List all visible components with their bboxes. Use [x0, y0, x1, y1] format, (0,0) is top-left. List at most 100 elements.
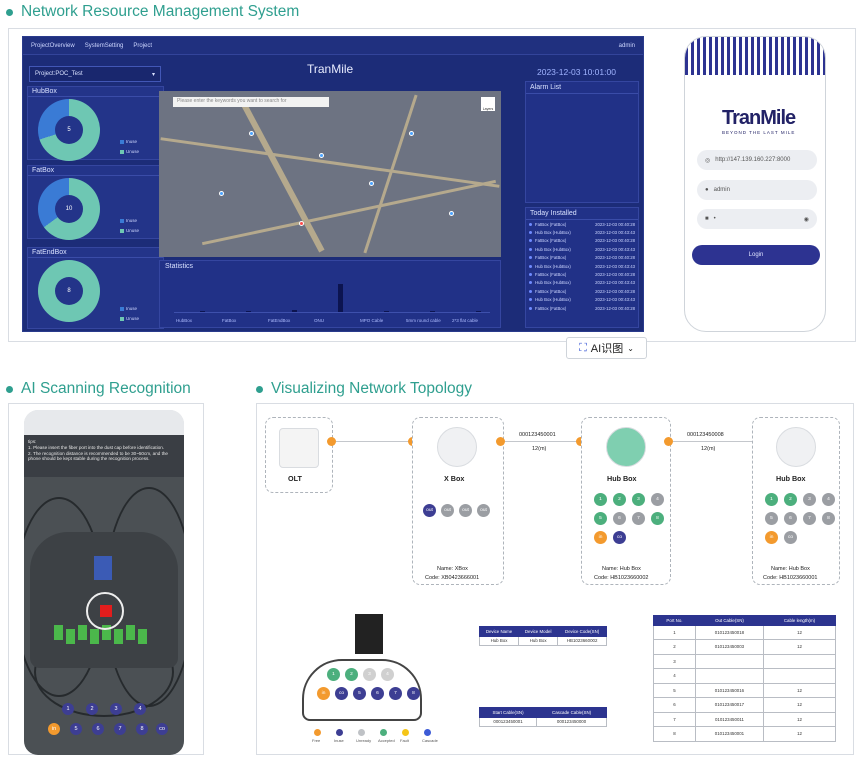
ai-recognize-button[interactable]: ⛶AI识图⌄ [566, 337, 647, 359]
status-dot-icon [529, 264, 532, 268]
server-field[interactable]: ◎http://147.139.160.227:8000 [697, 150, 817, 170]
diagram-port: 5 [353, 687, 366, 700]
table-cell: 7 [653, 711, 696, 727]
legend-dot-icon [402, 729, 409, 736]
layers-button[interactable]: Layers [481, 97, 495, 111]
top-nav: ProjectOverview SystemSetting Project ad… [23, 37, 643, 55]
card-label: HubBox [28, 87, 163, 97]
hub-port[interactable]: 7 [632, 512, 645, 525]
scan-port[interactable]: 2 [86, 703, 98, 715]
scan-port[interactable]: 4 [134, 703, 146, 715]
statistics-label: Statistics [165, 263, 194, 270]
legend-dot-icon [424, 729, 431, 736]
card-label: FatEndBox [28, 248, 163, 258]
nav-project[interactable]: Project [133, 42, 153, 49]
fiber-port-green [90, 629, 99, 644]
stats-category-0: HubBox [176, 318, 193, 323]
olt-box[interactable]: OLT [265, 417, 333, 493]
installed-name: Hub Box (HubBox) [535, 297, 571, 303]
login-button[interactable]: Login [692, 245, 820, 265]
hub-port[interactable]: 6 [613, 512, 626, 525]
bullet-icon [6, 8, 13, 16]
dashboard-screen: ProjectOverview SystemSetting Project ad… [22, 36, 644, 332]
map-search-input[interactable]: Please enter the keywords you want to se… [173, 97, 329, 107]
hub-box-2[interactable]: Hub Box Name: Hub Box Code: HB1023660001… [752, 417, 840, 585]
dashboard-brand: TranMile [307, 62, 354, 76]
hub-port[interactable]: 3 [803, 493, 816, 506]
stats-bar-3 [338, 284, 343, 312]
eye-icon[interactable]: ◉ [803, 216, 809, 223]
installed-name: FatBox (FatBox) [535, 272, 567, 278]
hub-port[interactable]: 8 [651, 512, 664, 525]
password-field[interactable]: ■•◉ [697, 209, 817, 229]
lock-icon: ■ [705, 216, 709, 222]
hub-icon [776, 427, 816, 467]
section-title-ai: AI Scanning Recognition [6, 380, 191, 398]
stats-category-3: ONU [314, 318, 324, 323]
legend-dot-icon [336, 729, 343, 736]
fiber-port-green [138, 629, 147, 644]
scan-port[interactable]: 5 [70, 723, 82, 735]
table-cell: 12 [763, 697, 836, 713]
hub-port[interactable]: 6 [784, 512, 797, 525]
scan-port[interactable]: 1 [62, 703, 74, 715]
hub-port[interactable]: 8 [822, 512, 835, 525]
hub-port[interactable]: 4 [651, 493, 664, 506]
installed-item: Hub Box (HubBox)2023-12-03 00:43:43 [526, 228, 638, 236]
hub-box-1[interactable]: Hub Box Name: Hub Box Code: HB1023660002… [581, 417, 671, 585]
stats-bar-0 [200, 310, 205, 312]
hub-port[interactable]: 7 [803, 512, 816, 525]
donut-chart: 5 [38, 99, 100, 161]
hub-icon [606, 427, 646, 467]
chevron-down-icon: ⌄ [627, 343, 634, 353]
scan-port[interactable]: 8 [136, 723, 148, 735]
tranmile-logo: TranMile [722, 107, 796, 129]
stats-bar-5 [430, 311, 435, 312]
hub-port[interactable]: 2 [784, 493, 797, 506]
scan-port[interactable]: in [48, 723, 60, 735]
satellite-map[interactable]: Please enter the keywords you want to se… [159, 91, 501, 257]
hub-port[interactable]: 1 [765, 493, 778, 506]
scan-icon: ⛶ [579, 341, 587, 354]
scan-port[interactable]: co [156, 723, 168, 735]
hub-port[interactable]: co [613, 531, 626, 544]
nav-project-overview[interactable]: ProjectOverview [31, 42, 75, 49]
xbox-port[interactable]: out [441, 504, 454, 517]
username-field[interactable]: ●admin [697, 180, 817, 200]
scan-port[interactable]: 7 [114, 723, 126, 735]
hub-port[interactable]: 3 [632, 493, 645, 506]
xbox-port[interactable]: out [423, 504, 436, 517]
hub-port[interactable]: in [765, 531, 778, 544]
table-row: 4 [653, 668, 836, 684]
user-menu[interactable]: admin [618, 42, 635, 49]
fiber-port-green [54, 625, 63, 640]
hub-port[interactable]: co [784, 531, 797, 544]
hub-port[interactable]: 1 [594, 493, 607, 506]
diagram-port: in [317, 687, 330, 700]
nav-system-setting[interactable]: SystemSetting [84, 42, 124, 49]
installed-item: Hub Box (HubBox)2023-12-03 00:43:43 [526, 279, 638, 287]
fatbox-card: FatBox 10 Inuse Unuse [27, 165, 164, 240]
table-cell: 5 [653, 682, 696, 698]
scan-phone: tips: 1. Please insert the fiber port in… [24, 410, 184, 755]
installed-item: FatBox (FatBox)2023-12-03 00:40:28 [526, 304, 638, 312]
hub-port[interactable]: 2 [613, 493, 626, 506]
project-select[interactable]: Project:POC_Test▾ [29, 66, 161, 82]
fiber-port-green [126, 625, 135, 640]
diagram-port: 1 [327, 668, 340, 681]
hub-port[interactable]: 4 [822, 493, 835, 506]
table-cell: 010123450017 [694, 697, 765, 713]
scan-port[interactable]: 6 [92, 723, 104, 735]
hub-port[interactable]: in [594, 531, 607, 544]
hub-port[interactable]: 5 [765, 512, 778, 525]
xbox-port[interactable]: out [459, 504, 472, 517]
table-cell: 2 [653, 639, 696, 655]
hub-port[interactable]: 5 [594, 512, 607, 525]
scan-port[interactable]: 3 [110, 703, 122, 715]
stats-bar-1 [246, 311, 251, 312]
xbox-port[interactable]: out [477, 504, 490, 517]
